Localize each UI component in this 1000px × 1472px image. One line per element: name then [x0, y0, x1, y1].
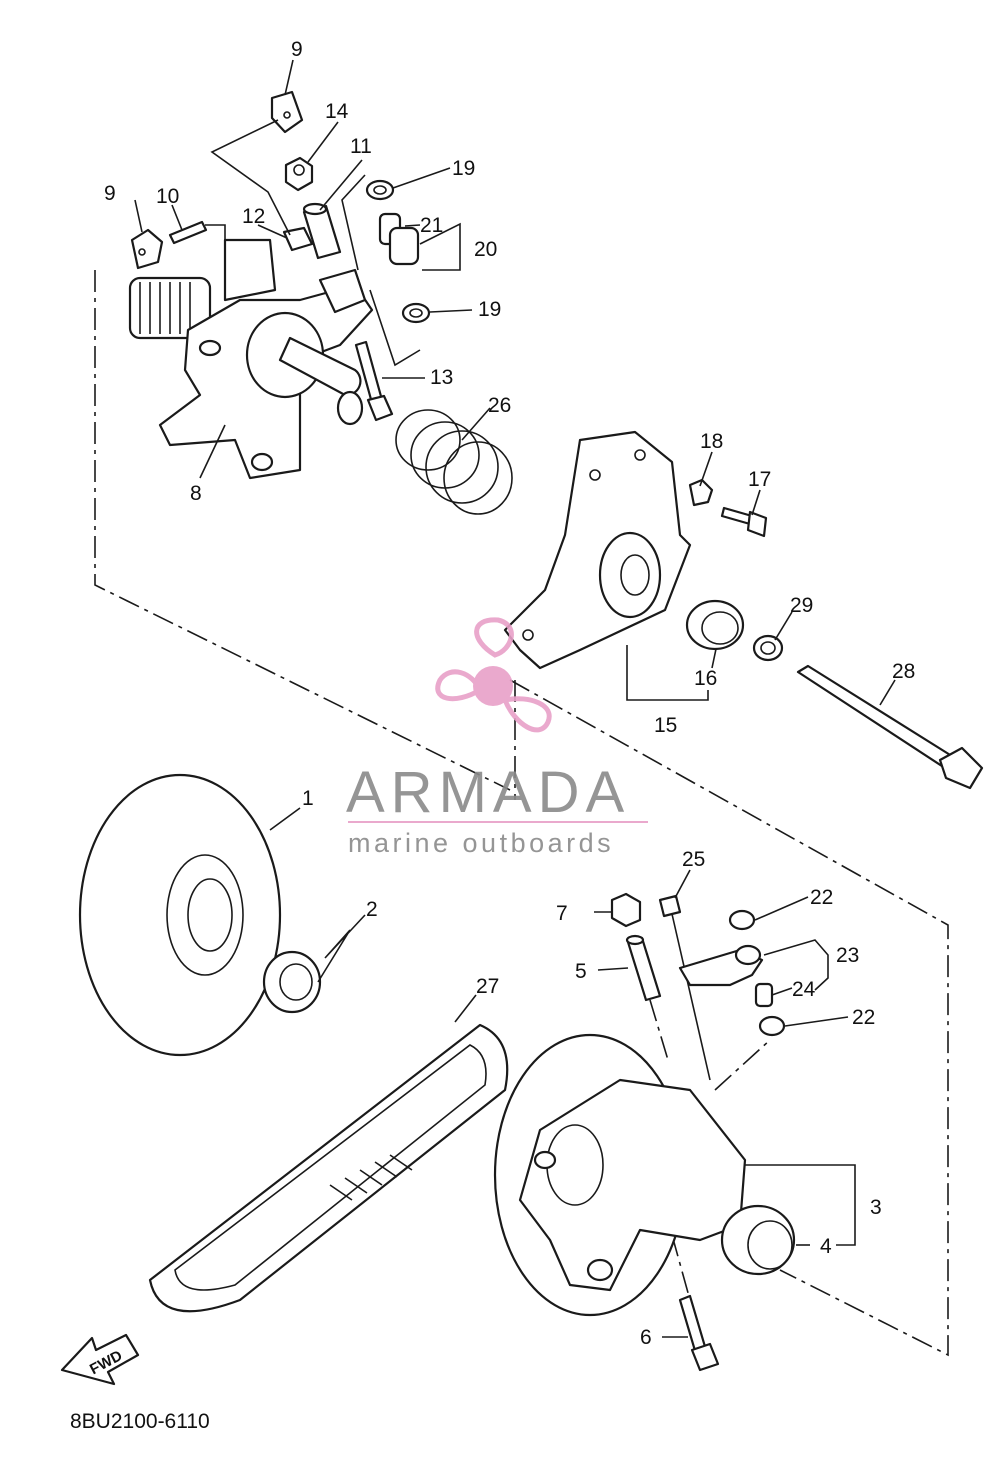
- callout-19-bottom: 19: [478, 298, 501, 321]
- nut-18-part: [688, 478, 714, 507]
- callout-16: 16: [694, 667, 717, 690]
- bushing-16-part: [685, 599, 745, 651]
- washer-22-bottom-part: [758, 1015, 786, 1037]
- nut-7-part: [610, 892, 642, 928]
- fixed-sheave-1-part: [78, 773, 282, 1057]
- callout-19-top: 19: [452, 157, 475, 180]
- callout-3: 3: [870, 1196, 882, 1219]
- callout-1: 1: [302, 787, 314, 810]
- callout-14: 14: [325, 100, 349, 123]
- drive-belt-27-part: [148, 1023, 509, 1313]
- callout-11: 11: [350, 135, 372, 158]
- collar-2-part: [262, 950, 322, 1014]
- callout-labels: 1 2 3 4 5 6 7 8 9 9 10 11 12 13 14 15 16…: [104, 38, 915, 1349]
- primary-sheave-spider-part: [128, 238, 374, 480]
- callout-22-top: 22: [810, 886, 833, 909]
- assembly-outline: [94, 270, 949, 1357]
- callout-25: 25: [682, 848, 705, 871]
- callout-12: 12: [242, 205, 265, 228]
- callout-6: 6: [640, 1326, 652, 1349]
- washer-22-top-part: [728, 909, 756, 931]
- watermark-subtitle: marine outboards: [348, 828, 614, 858]
- callout-17: 17: [748, 468, 771, 491]
- sliding-sheave-3-part: [493, 1033, 747, 1317]
- callout-23: 23: [836, 944, 859, 967]
- armada-watermark: ARMADA marine outboards: [346, 617, 648, 858]
- roller-arm-23-part: [678, 944, 764, 987]
- spider-cover-15-part: [503, 430, 692, 670]
- callout-13: 13: [430, 366, 453, 389]
- callout-21: 21: [420, 214, 443, 237]
- bolt-6-part: [678, 1294, 720, 1372]
- callout-8: 8: [190, 482, 202, 505]
- pin-10-part: [168, 220, 208, 245]
- spring-12-part: [282, 226, 314, 252]
- callout-24: 24: [792, 978, 816, 1001]
- bolt-13-part: [354, 340, 394, 422]
- clip-29-part: [752, 634, 784, 662]
- collar-11-part: [302, 202, 342, 260]
- propeller-logo-icon: [435, 617, 552, 733]
- roller-24-part: [754, 982, 774, 1008]
- compression-spring-26-part: [395, 409, 513, 515]
- callout-20: 20: [474, 238, 497, 261]
- callout-2: 2: [366, 898, 378, 921]
- watermark-title: ARMADA: [346, 760, 630, 825]
- slider-9-left-part: [130, 228, 164, 270]
- slider-9-top-part: [270, 90, 304, 134]
- pin-25-part: [658, 894, 711, 1081]
- callout-10: 10: [156, 185, 179, 208]
- callout-15: 15: [654, 714, 677, 737]
- callout-9-top: 9: [291, 38, 303, 61]
- washer-19-top-part: [365, 179, 395, 201]
- callout-27: 27: [476, 975, 499, 998]
- callout-29: 29: [790, 594, 813, 617]
- bush-20-part: [388, 226, 420, 266]
- bushing-4-part: [720, 1204, 796, 1276]
- nut-14-part: [284, 156, 314, 192]
- callout-4: 4: [820, 1235, 832, 1258]
- forward-arrow-icon: FWD: [60, 1333, 140, 1386]
- pin-5-part: [625, 934, 662, 1002]
- leader-lines: [134, 59, 896, 1338]
- callout-7: 7: [556, 902, 568, 925]
- callout-18: 18: [700, 430, 723, 453]
- callout-9-left: 9: [104, 182, 116, 205]
- bolt-28-part: [796, 664, 984, 790]
- diagram-code: 8BU2100-6110: [70, 1410, 210, 1433]
- callout-28: 28: [892, 660, 915, 683]
- callout-22-bottom: 22: [852, 1006, 875, 1029]
- washer-19-bottom-part: [401, 302, 431, 324]
- screw-17-part: [720, 506, 768, 538]
- callout-5: 5: [575, 960, 587, 983]
- callout-26: 26: [488, 394, 511, 417]
